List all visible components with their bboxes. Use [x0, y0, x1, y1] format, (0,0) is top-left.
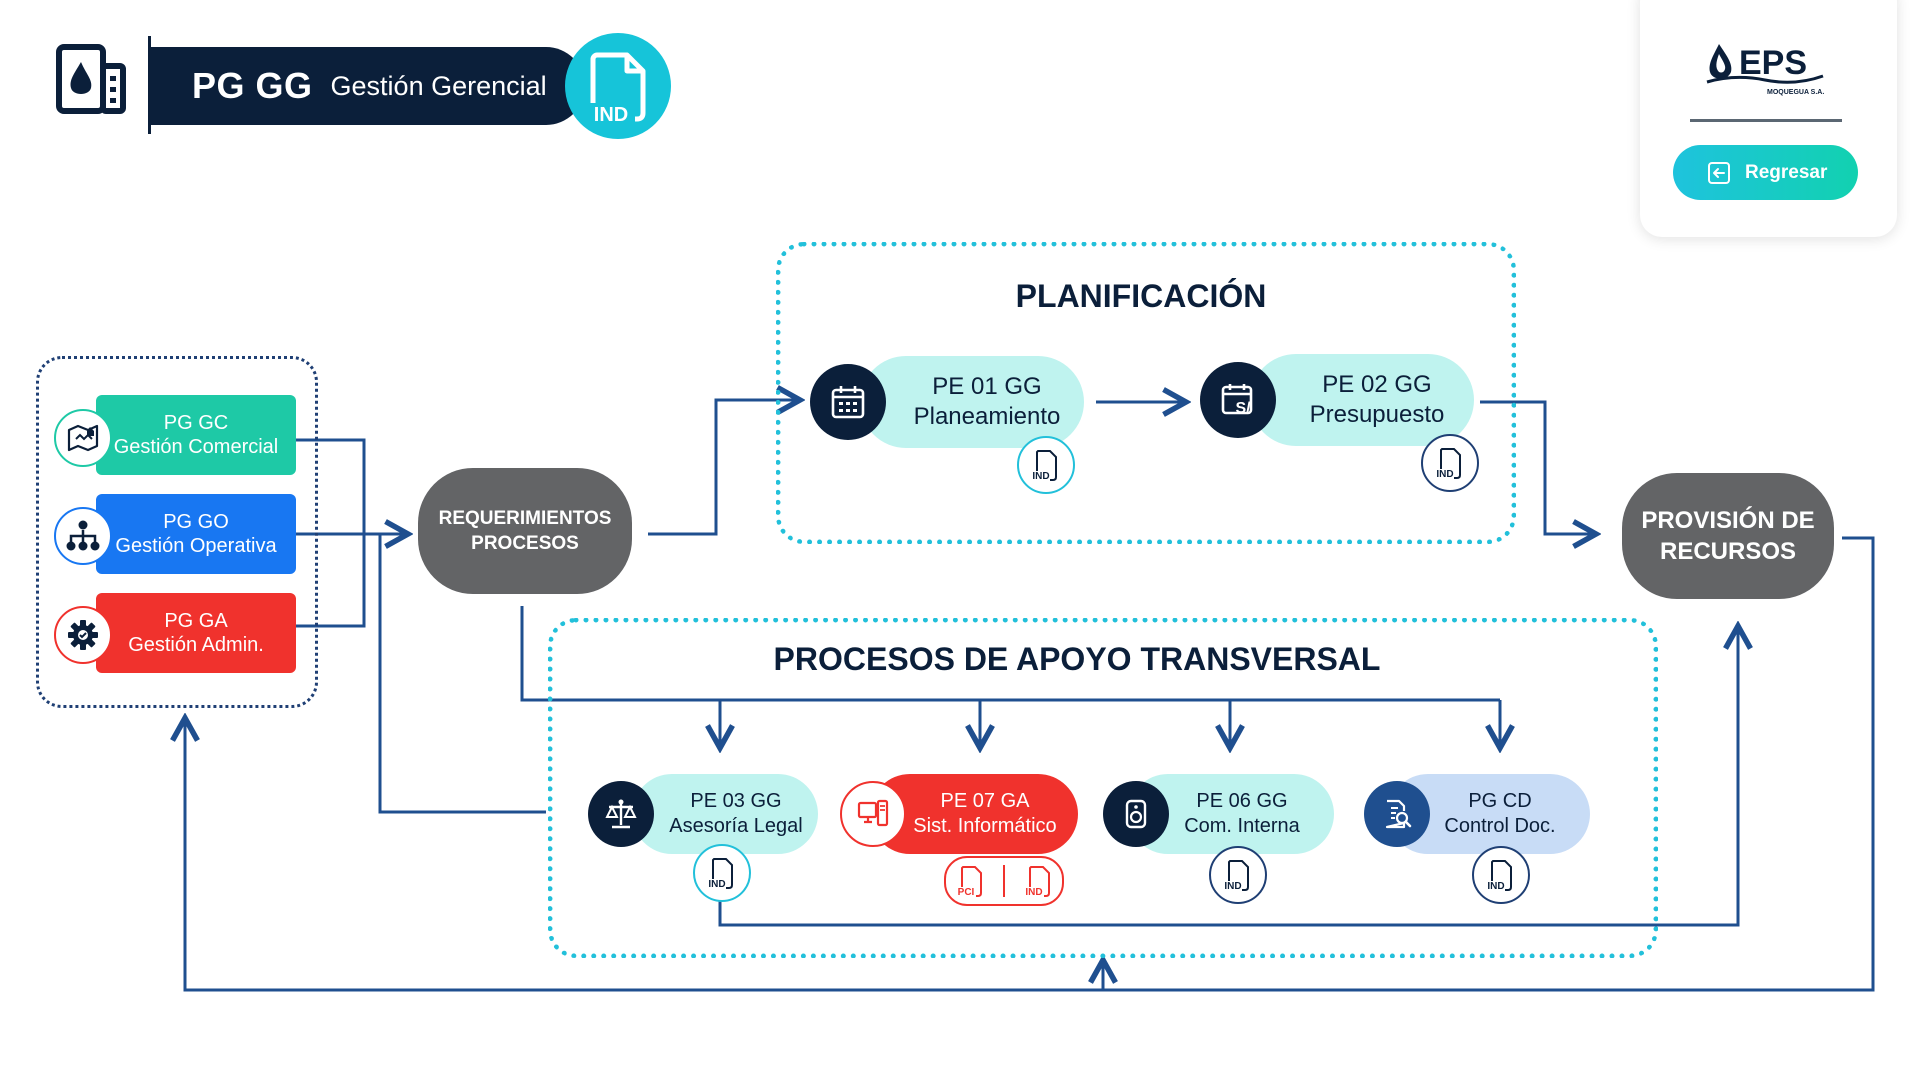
svg-text:PCI: PCI [958, 887, 975, 898]
page-title-name: Gestión Gerencial [330, 70, 547, 101]
connector-feedback-loop [185, 536, 1875, 992]
connector-to-planeamiento [648, 400, 800, 536]
process-name: Control Doc. [1444, 815, 1556, 837]
calendar-icon [810, 364, 886, 440]
svg-text:IND: IND [1224, 881, 1241, 892]
process-name: Presupuesto [1309, 401, 1445, 428]
brand-card: EPS MOQUEGUA S.A. Regresar [1640, 0, 1897, 237]
document-icon: IND [1436, 448, 1461, 480]
document-icon: IND [1032, 450, 1057, 482]
document-search-icon [1364, 781, 1430, 847]
ind-document-button[interactable]: IND [1472, 846, 1530, 904]
ind-badge-label: IND [594, 104, 628, 126]
pci-ind-documents: PCI IND [944, 856, 1064, 906]
org-chart-icon [54, 507, 112, 565]
ind-document-button[interactable]: IND [693, 844, 751, 902]
connector-apoyo-to-provision [718, 626, 1738, 927]
process-name: Gestión Admin. [128, 634, 264, 656]
building-logo-icon [56, 44, 126, 114]
eps-logo-text: EPS [1739, 44, 1807, 82]
connector-apoyo-bus [520, 606, 1500, 702]
process-pg-go[interactable]: PG GO Gestión Operativa [96, 494, 296, 574]
process-pe-02-gg[interactable]: PE 02 GG Presupuesto [1250, 354, 1474, 446]
document-icon: IND [708, 858, 733, 890]
planificacion-group [776, 242, 1516, 544]
process-name: Gestión Comercial [113, 436, 279, 458]
process-code: PE 03 GG [690, 790, 782, 812]
speaker-icon [1103, 781, 1169, 847]
gear-icon [54, 606, 112, 664]
ind-document-button[interactable]: IND [1209, 846, 1267, 904]
apoyo-transversal-group [548, 618, 1658, 958]
header-divider [148, 36, 151, 134]
process-name: Planeamiento [913, 403, 1061, 430]
process-pe-01-gg[interactable]: PE 01 GG Planeamiento [860, 356, 1084, 448]
process-name: Sist. Informático [913, 815, 1057, 837]
apoyo-transversal-title: PROCESOS DE APOYO TRANSVERSAL [773, 641, 1381, 677]
process-code: PG GA [164, 610, 228, 632]
node-line-1: PROVISIÓN DE [1641, 507, 1815, 534]
svg-text:IND: IND [1436, 469, 1453, 480]
computer-icon [840, 781, 906, 847]
provision-recursos-node[interactable]: PROVISIÓN DE RECURSOS [1622, 473, 1834, 599]
doc-separator [1002, 865, 1005, 897]
process-code: PE 07 GA [940, 790, 1030, 812]
map-icon [54, 409, 112, 467]
process-code: PG GO [163, 511, 229, 533]
connector-apoyo-to-requerimientos [378, 534, 546, 814]
svg-text:IND: IND [708, 879, 725, 890]
ind-document-button[interactable]: IND [1017, 436, 1075, 494]
ind-badge-button[interactable]: IND [565, 33, 671, 139]
process-name: Gestión Operativa [115, 535, 277, 557]
process-name: Asesoría Legal [669, 815, 803, 837]
document-icon: IND [587, 52, 646, 126]
eps-logo-subtitle: MOQUEGUA S.A. [1767, 89, 1824, 96]
left-process-group [36, 356, 318, 708]
budget-icon: S/ [1200, 362, 1276, 438]
eps-logo: EPS MOQUEGUA S.A. [1705, 38, 1825, 98]
process-name: Com. Interna [1184, 815, 1300, 837]
process-pe-03-gg[interactable]: PE 03 GG Asesoría Legal [632, 774, 818, 854]
process-pg-ga[interactable]: PG GA Gestión Admin. [96, 593, 296, 673]
svg-text:S/: S/ [1235, 400, 1251, 417]
ind-document-button[interactable]: IND [1421, 434, 1479, 492]
process-pg-gc[interactable]: PG GC Gestión Comercial [96, 395, 296, 475]
process-code: PG GC [163, 412, 229, 434]
requerimientos-procesos-node[interactable]: REQUERIMIENTOS PROCESOS [418, 468, 632, 594]
back-button[interactable]: Regresar [1673, 145, 1858, 200]
pci-document-icon[interactable]: PCI [954, 863, 986, 899]
node-line-2: RECURSOS [1659, 538, 1797, 565]
card-divider [1690, 119, 1842, 122]
svg-text:IND: IND [1032, 471, 1049, 482]
process-code: PE 06 GG [1196, 790, 1288, 812]
node-line-1: REQUERIMIENTOS [438, 508, 612, 529]
process-code: PG CD [1468, 790, 1532, 812]
planificacion-title: PLANIFICACIÓN [1015, 278, 1267, 314]
svg-text:IND: IND [1025, 887, 1042, 898]
process-code: PE 02 GG [1322, 371, 1432, 398]
page-title-bar: PG GG Gestión Gerencial [150, 47, 585, 125]
document-icon: IND [1224, 860, 1249, 892]
page-title-code: PG GG [192, 65, 313, 106]
node-line-2: PROCESOS [471, 533, 579, 554]
document-icon: IND [1487, 860, 1512, 892]
svg-text:IND: IND [1487, 881, 1504, 892]
back-button-label: Regresar [1745, 161, 1828, 183]
process-code: PE 01 GG [932, 373, 1042, 400]
scales-icon [588, 781, 654, 847]
arrow-left-icon [1708, 161, 1730, 184]
ind-document-icon[interactable]: IND [1022, 863, 1054, 899]
